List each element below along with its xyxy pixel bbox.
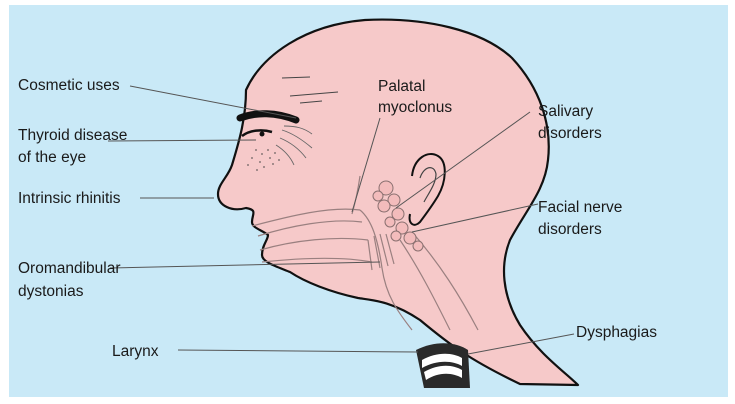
label-palatal-line2: myoclonus <box>378 99 452 116</box>
label-palatal-line1: Palatal <box>378 78 425 95</box>
label-larynx: Larynx <box>112 343 159 360</box>
leader-thyroid-eye <box>108 140 256 141</box>
label-thyroid-disease-line2: of the eye <box>18 149 86 166</box>
label-facial-nerve-line2: disorders <box>538 221 602 238</box>
label-oromandibular-line2: dystonias <box>18 283 84 300</box>
label-intrinsic-rhinitis: Intrinsic rhinitis <box>18 190 121 207</box>
label-dysphagias: Dysphagias <box>576 324 657 341</box>
label-thyroid-disease-line1: Thyroid disease <box>18 127 127 144</box>
label-cosmetic-uses: Cosmetic uses <box>18 77 120 94</box>
label-oromandibular-line1: Oromandibular <box>18 260 121 277</box>
larynx-rings <box>416 343 470 388</box>
label-salivary-line1: Salivary <box>538 103 593 120</box>
label-facial-nerve-line1: Facial nerve <box>538 199 622 216</box>
leader-larynx <box>178 350 418 352</box>
label-salivary-line2: disorders <box>538 125 602 142</box>
